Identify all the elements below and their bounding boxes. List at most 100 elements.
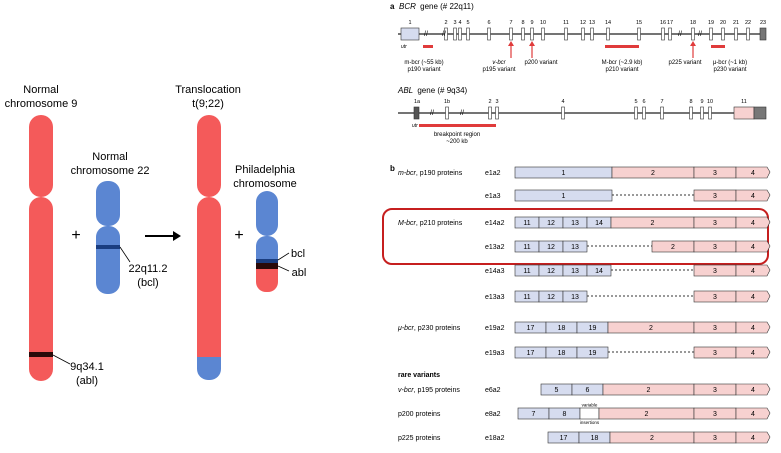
- bcr-exon-number-15: 15: [636, 20, 642, 26]
- protein-group-label-rest: , p230 proteins: [414, 325, 461, 332]
- bcr-exon-7: [509, 27, 513, 41]
- abl-segment: [735, 240, 771, 253]
- v-bcr-arrow-head-icon: [508, 41, 514, 46]
- rare-variant-label-italic: v-bcr: [398, 387, 414, 394]
- abl-segment: [735, 383, 771, 396]
- bcr-utr-label: utr: [401, 44, 407, 50]
- chr22-band-label-1: 22q11.2: [129, 263, 168, 275]
- bcr-exon-number-4: 4: [458, 20, 461, 26]
- abl-segment-label: 3: [713, 170, 717, 177]
- ph-abl-leader: [277, 265, 290, 272]
- abl-exon-7: [660, 106, 664, 120]
- bcr-segment-label: 11: [523, 244, 530, 251]
- abl-gene-title: ABL gene (# 9q34): [397, 86, 468, 95]
- abl-segment-label: 3: [713, 325, 717, 332]
- abl-segment-label: 4: [751, 268, 755, 275]
- bcr-exon-number-7: 7: [509, 20, 512, 26]
- abl-segment: [735, 166, 771, 179]
- der9-red-fill: [197, 340, 221, 357]
- insertion-label-2: insertions: [580, 420, 600, 425]
- bcr-segment-label: 6: [586, 387, 590, 394]
- m-bcr-label-2: p190 variant: [407, 67, 440, 73]
- ph-abl-label: abl: [292, 267, 307, 279]
- bcr-exon-number-3: 3: [453, 20, 456, 26]
- bcr-exon-1: [400, 27, 420, 41]
- abl-segment: [735, 407, 771, 420]
- translocation-title-line1: Translocation: [175, 84, 241, 96]
- bcr-exon-16: [661, 27, 665, 41]
- bcr-segment-label: 12: [547, 220, 555, 227]
- mu-bcr-label-2: p230 variant: [713, 67, 746, 73]
- transcript-name: e6a2: [485, 387, 501, 394]
- bcr-exon-number-5: 5: [466, 20, 469, 26]
- panel-a-label: a: [390, 2, 395, 11]
- bcr-exon-3: [453, 27, 457, 41]
- gene-break-icon: //: [698, 31, 702, 38]
- abl-segment-label: 3: [713, 387, 717, 394]
- gene-break-icon: //: [678, 31, 682, 38]
- abl-segment-label: 3: [713, 193, 717, 200]
- abl-segment-label: 4: [751, 325, 755, 332]
- abl-segment: [735, 264, 771, 277]
- transcript-name: e13a3: [485, 294, 505, 301]
- abl-segment-label: 3: [713, 268, 717, 275]
- abl-exon-5: [634, 106, 638, 120]
- bcr-segment-label: 13: [571, 294, 579, 301]
- bcr-exon-18: [691, 27, 695, 41]
- abl-segment-label: 2: [647, 387, 651, 394]
- m-bcr-label-1: m-bcr (~55 kb): [404, 60, 443, 66]
- abl-exon-2: [488, 106, 492, 120]
- abl-segment: [735, 431, 771, 444]
- bcr-segment-label: 14: [595, 268, 603, 275]
- ph-bcl-label: bcl: [291, 248, 305, 260]
- abl-segment-label: 4: [751, 170, 755, 177]
- bcr-segment-label: 17: [527, 325, 535, 332]
- transcript-name: e8a2: [485, 411, 501, 418]
- protein-group-label: μ-bcr, p230 proteins: [397, 325, 461, 332]
- insertion-label-1: variable: [582, 403, 598, 408]
- abl-exon-1b: [445, 106, 449, 120]
- bcr-exon-13: [590, 27, 594, 41]
- bcr-segment-label: 12: [547, 268, 555, 275]
- bcr-segment-label: 18: [591, 435, 599, 442]
- m-bcr-region: [423, 45, 433, 48]
- bcr-segment-label: 8: [563, 411, 567, 418]
- bcr-exon-22: [746, 27, 750, 41]
- abl-segment: [735, 346, 771, 359]
- bcr-segment-label: 12: [547, 294, 555, 301]
- bcr-exon-2: [444, 27, 448, 41]
- abl-exon-number-7: 7: [660, 99, 663, 105]
- bcr-segment-label: 14: [595, 220, 603, 227]
- bcr-exon-number-23: 23: [760, 20, 766, 26]
- transcript-name: e14a2: [485, 220, 505, 227]
- bcr-exon-19: [709, 27, 713, 41]
- bcr-exon-23-utr: [759, 27, 767, 41]
- abl-exon-number-4: 4: [561, 99, 564, 105]
- abl-breakpoint-label-1: breakpoint region: [434, 132, 480, 138]
- bcr-segment-label: 11: [523, 294, 530, 301]
- abl-segment: [735, 290, 771, 303]
- plus-sign-2: +: [234, 227, 243, 244]
- bcr-segment-label: 5: [555, 387, 559, 394]
- chr22-band-leader: [119, 246, 131, 263]
- bcr-exon-number-16: 16: [660, 20, 666, 26]
- mu-bcr-region: [711, 45, 725, 48]
- protein-group-label: m-bcr, p190 proteins: [398, 170, 463, 177]
- bcr-exon-10: [541, 27, 545, 41]
- rare-variant-label-rest: , p195 proteins: [414, 387, 461, 394]
- abl-segment-label: 3: [713, 350, 717, 357]
- gene-break-icon: //: [424, 31, 428, 38]
- bcr-exon-number-11: 11: [563, 20, 569, 26]
- v-bcr-label-1: v-bcr: [492, 60, 506, 66]
- bcr-exon-number-9: 9: [530, 20, 533, 26]
- bcr-exon-6: [487, 27, 491, 41]
- abl-segment-label: 2: [651, 170, 655, 177]
- abl-segment-label: 3: [713, 220, 717, 227]
- translocation-title-line2: t(9;22): [192, 98, 224, 110]
- p225-label: p225 variant: [668, 60, 701, 66]
- der9-q-arm-red: [197, 197, 221, 357]
- abl-breakpoint-region-bar: [419, 124, 496, 127]
